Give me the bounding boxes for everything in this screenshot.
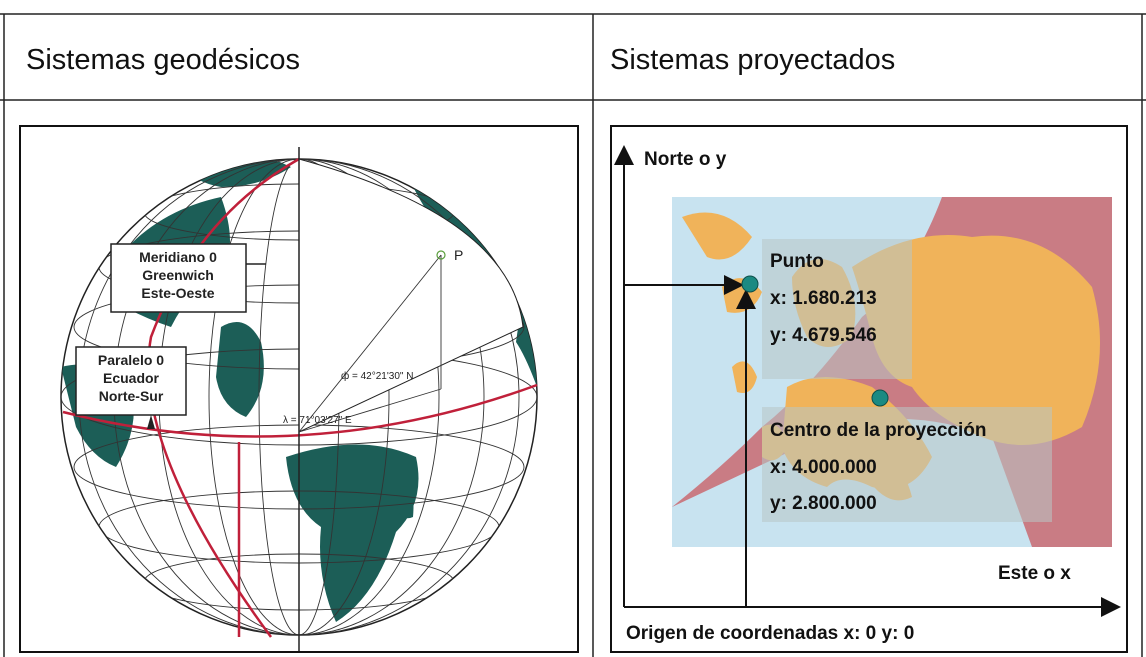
point-p-marker bbox=[436, 250, 446, 260]
longitude-label: λ = 71°03'27" E bbox=[283, 415, 352, 426]
meridian-label-line2: Greenwich bbox=[142, 267, 214, 283]
point-marker bbox=[741, 275, 759, 293]
parallel-label-line2: Ecuador bbox=[103, 370, 160, 386]
center-x-value: x: 4.000.000 bbox=[770, 457, 877, 478]
x-axis-label: Este o x bbox=[998, 563, 1071, 584]
center-title: Centro de la proyección bbox=[770, 420, 986, 441]
header-projected: Sistemas proyectados bbox=[610, 44, 896, 76]
parallel-label-line3: Norte-Sur bbox=[99, 388, 164, 404]
center-y-value: y: 2.800.000 bbox=[770, 493, 877, 514]
point-title: Punto bbox=[770, 251, 824, 272]
point-p-label: P bbox=[454, 247, 463, 263]
origin-label: Origen de coordenadas x: 0 y: 0 bbox=[626, 623, 914, 644]
meridian-label-line3: Este-Oeste bbox=[141, 285, 214, 301]
prime-meridian-line bbox=[147, 157, 300, 638]
latitude-label: ф = 42°21'30" N bbox=[341, 370, 413, 382]
projection-center-marker bbox=[871, 389, 889, 407]
meridian-callout-box bbox=[110, 243, 247, 313]
center-label-box bbox=[762, 407, 1052, 522]
globe-diagram: P ф = 42°21'30" N λ = 71°03'27" E Meridi… bbox=[60, 147, 538, 651]
parallel-callout-box bbox=[75, 346, 187, 416]
header-geodesic: Sistemas geodésicos bbox=[26, 44, 301, 76]
projected-diagram: Norte o y Este o x Origen de coordenadas… bbox=[614, 145, 1121, 644]
meridian-label-line1: Meridiano 0 bbox=[139, 249, 217, 265]
globe-cutaway bbox=[298, 158, 524, 433]
projected-map-panel: Norte o y Este o x Origen de coordenadas… bbox=[610, 125, 1128, 653]
geodesic-globe-panel: P ф = 42°21'30" N λ = 71°03'27" E Meridi… bbox=[19, 125, 579, 653]
point-label-box bbox=[762, 239, 912, 379]
parallel-label-line1: Paralelo 0 bbox=[98, 352, 164, 368]
point-y-value: y: 4.679.546 bbox=[770, 325, 877, 346]
point-x-value: x: 1.680.213 bbox=[770, 288, 877, 309]
y-axis-label: Norte o y bbox=[644, 149, 727, 170]
